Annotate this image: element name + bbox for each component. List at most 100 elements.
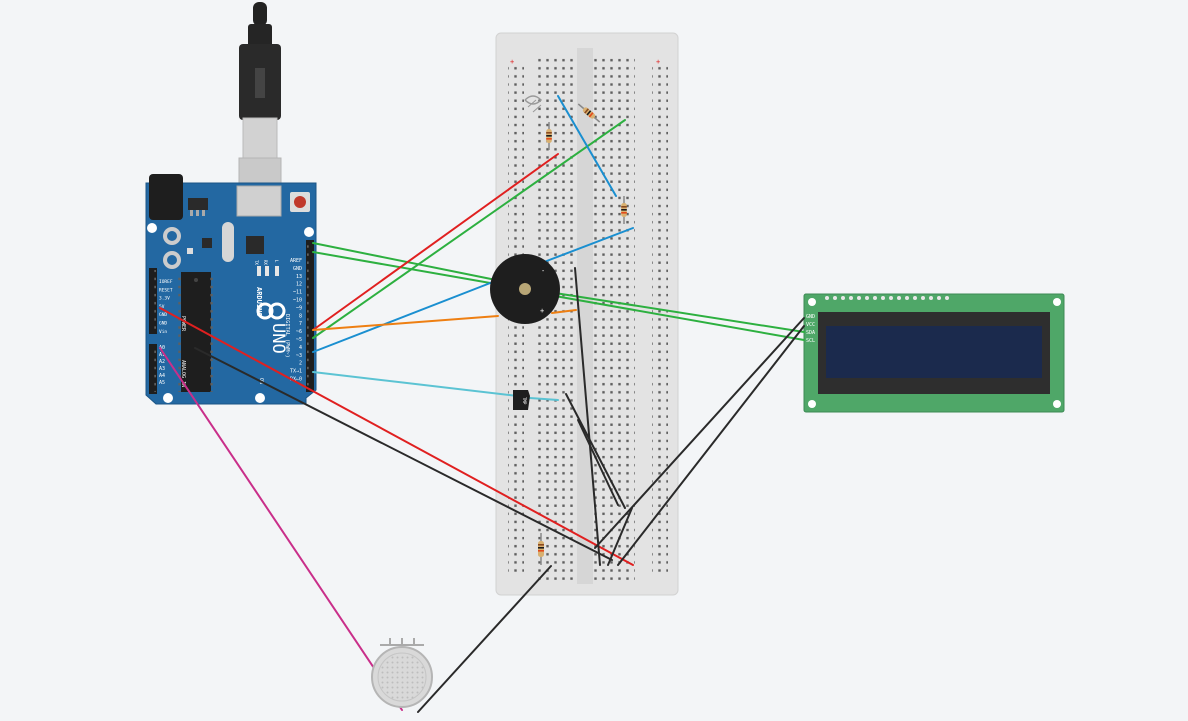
wire-magenta (159, 347, 403, 711)
lcd-header-pin (929, 296, 933, 300)
wire-green (554, 292, 805, 333)
wire-black (607, 507, 633, 566)
wires[interactable] (159, 95, 805, 713)
reset-button[interactable] (290, 192, 310, 212)
pin-label: Vin (159, 329, 167, 335)
pin-label: GND (293, 266, 302, 272)
pin-label: 4 (299, 345, 302, 351)
pin-label: GND (159, 321, 167, 327)
pin-label: ~3 (296, 353, 302, 359)
digital-header: DIGITAL (PWM~) (284, 314, 290, 358)
pin-label: RESET (159, 287, 173, 293)
wire-black (194, 347, 613, 561)
arduino-logo: ARDUINO UNO (255, 287, 288, 354)
pin-label: VCC (806, 322, 815, 328)
lcd-header-pin (841, 296, 845, 300)
wire-orange (312, 315, 499, 331)
pin-label: 13 (296, 274, 302, 280)
rx-label: RX (263, 260, 268, 265)
lcd-header-pin (945, 296, 949, 300)
lcd-header-pin (833, 296, 837, 300)
wire-black (594, 317, 805, 549)
pin-label: IOREF (159, 279, 173, 285)
tx-label: TX (254, 260, 259, 265)
lcd-header-pin (873, 296, 877, 300)
wire-black (417, 565, 552, 713)
resistor-1[interactable] (576, 102, 601, 124)
pin-label: A3 (159, 366, 165, 372)
pin-label: SDA (806, 330, 815, 336)
pin-label: 7 (299, 321, 302, 327)
pin-label: A0 (159, 345, 165, 351)
photoresistor[interactable] (524, 95, 543, 113)
wire-black (577, 419, 619, 506)
resistor-3[interactable] (621, 196, 627, 224)
lcd-header-pin (889, 296, 893, 300)
pin-label: 12 (296, 282, 302, 288)
lcd-header-pin (881, 296, 885, 300)
svg-text:-: - (541, 267, 545, 275)
brand-label: ARDUINO (255, 287, 263, 317)
gas-sensor[interactable] (371, 638, 433, 708)
wire-green (554, 295, 805, 341)
resistor-2[interactable] (546, 122, 552, 150)
svg-text:+: + (656, 58, 660, 66)
wire-red (159, 307, 634, 566)
lcd-header-pin (849, 296, 853, 300)
pin-label: 8 (299, 313, 302, 319)
pin-label: TX→1 (290, 369, 302, 375)
resistor-4[interactable] (538, 533, 544, 565)
wire-black (617, 325, 805, 566)
lcd-header-pin (857, 296, 861, 300)
pin-label: A1 (159, 352, 165, 358)
pin-label: A5 (159, 380, 165, 386)
lcd-screen (826, 326, 1042, 378)
wire-blue (312, 279, 499, 353)
pin-label: 2 (299, 361, 302, 367)
wire-green (312, 242, 497, 281)
pin-label: ~10 (293, 298, 302, 304)
wire-blue (557, 95, 617, 197)
analog-group-label: ANALOG IN (180, 360, 186, 387)
pin-label: A4 (159, 373, 165, 379)
lcd-header-pin (865, 296, 869, 300)
wire-green (312, 119, 626, 339)
wire-cyan (312, 371, 519, 397)
pin-label: ~5 (296, 337, 302, 343)
lcd-header-pin (913, 296, 917, 300)
pin-label: RX←0 (290, 377, 302, 383)
wire-green (312, 251, 497, 285)
temperature-sensor[interactable]: TMP (513, 390, 530, 410)
power-jack (149, 174, 183, 220)
lcd-header-pin (825, 296, 829, 300)
power-rail-right (652, 65, 668, 575)
pin-label: ~9 (296, 305, 302, 311)
pin-label: A2 (159, 359, 165, 365)
breadboard[interactable]: + + (495, 32, 679, 596)
wire-black (565, 393, 626, 509)
lcd-header-pin (905, 296, 909, 300)
pin-label: ~11 (293, 290, 302, 296)
piezo-buzzer[interactable]: - + (490, 254, 560, 324)
pin-label: GND (159, 312, 167, 318)
wire-cyan (529, 397, 559, 401)
lcd-header-pin (937, 296, 941, 300)
pin-label: ~6 (296, 329, 302, 335)
pin-label: 5V (159, 304, 165, 310)
wire-blue (543, 227, 634, 263)
arduino-uno-board[interactable]: TX RX L ARDUINO UNO ON DIGITAL (PWM~) PO… (145, 2, 317, 405)
wire-orange (551, 309, 577, 314)
pin-label: SCL (806, 338, 815, 344)
lcd-header-pin (921, 296, 925, 300)
model-label: UNO (268, 323, 288, 354)
wire-black (574, 267, 601, 566)
sensor-label: TMP (522, 397, 527, 405)
l-label: L (274, 260, 279, 263)
lcd-header-pin (897, 296, 901, 300)
